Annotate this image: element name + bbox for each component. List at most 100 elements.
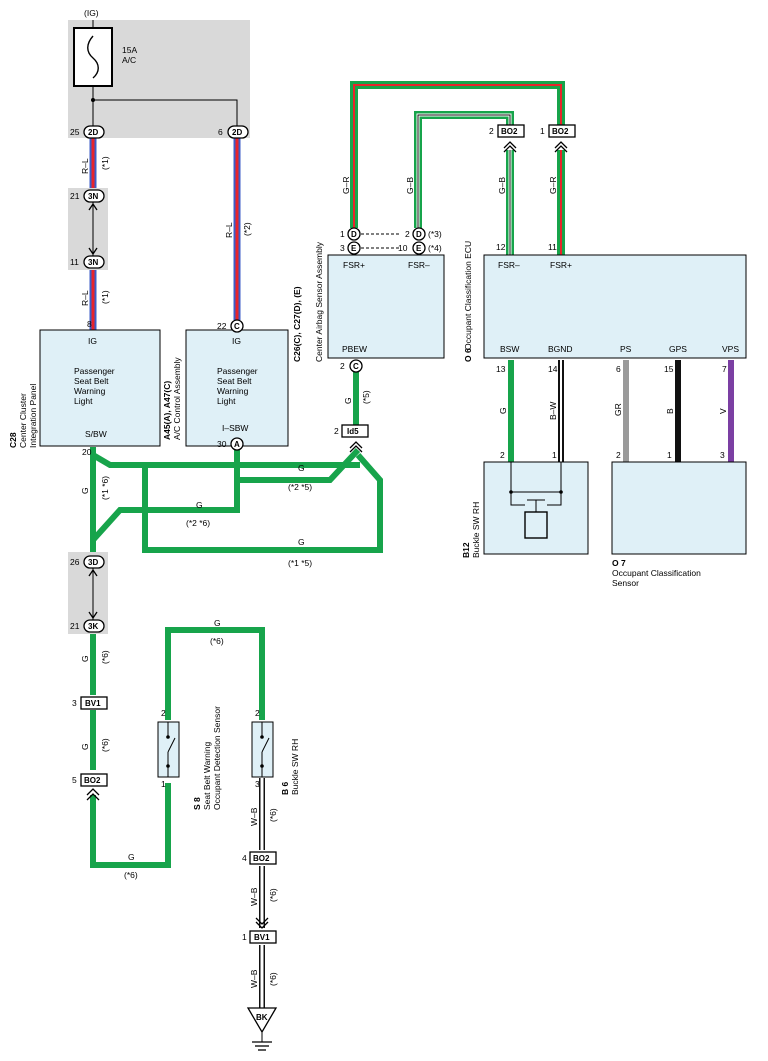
svg-text:IG: IG [232,336,241,346]
svg-text:G–B: G–B [405,177,415,194]
s8-name-line2: Occupant Detection Sensor [212,706,222,810]
svg-text:6: 6 [616,364,621,374]
svg-text:(*3): (*3) [428,229,442,239]
svg-text:21: 21 [70,191,80,201]
svg-text:C: C [234,322,240,331]
svg-text:1: 1 [340,229,345,239]
svg-text:BO2: BO2 [84,776,101,785]
svg-text:3N: 3N [88,258,98,267]
svg-text:G: G [80,487,90,494]
svg-text:A: A [234,440,240,449]
svg-text:11: 11 [70,257,79,267]
svg-text:G–R: G–R [548,177,558,194]
svg-text:3K: 3K [88,622,98,631]
svg-text:1: 1 [242,932,247,942]
svg-text:PS: PS [620,344,632,354]
svg-text:3N: 3N [88,192,98,201]
svg-text:1: 1 [552,450,557,460]
o7-name-line2: Sensor [612,578,639,588]
o7-code: O 7 [612,558,626,568]
s8-name-line1: Seat Belt Warning [202,742,212,810]
svg-text:3: 3 [720,450,725,460]
svg-text:(*1): (*1) [100,156,110,170]
svg-text:R–L: R–L [80,158,90,174]
svg-text:FSR–: FSR– [498,260,520,270]
svg-text:1: 1 [161,779,166,789]
svg-text:30: 30 [217,439,227,449]
svg-text:Seat Belt: Seat Belt [217,376,252,386]
svg-text:3D: 3D [88,558,98,567]
svg-text:GR: GR [613,403,623,416]
ground-bk: BK [246,1007,278,1051]
svg-text:G: G [214,618,221,628]
svg-text:(*6): (*6) [210,636,224,646]
svg-text:BV1: BV1 [254,933,270,942]
svg-text:FSR+: FSR+ [343,260,365,270]
svg-text:R–L: R–L [224,222,234,238]
svg-text:10: 10 [398,243,408,253]
svg-text:B: B [665,408,675,414]
connector-3n-11: 3N 11 [70,255,105,269]
svg-text:(*2 *5): (*2 *5) [288,482,312,492]
svg-text:3: 3 [340,243,345,253]
o6-name: Occupant Classification ECU [463,241,473,350]
component-c26: FSR+ FSR– PBEW D 1 E 3 D 2 (*3) E 10 (*4… [292,227,445,373]
svg-text:2: 2 [334,426,339,436]
svg-text:2: 2 [340,361,345,371]
a45-code: A45(A), A47(C) [162,381,172,440]
svg-text:W–B: W–B [249,887,259,906]
svg-text:W–B: W–B [249,969,259,988]
component-o7: 2 1 3 O 7 Occupant Classification Sensor [611,450,747,588]
svg-text:(*2): (*2) [242,222,252,236]
svg-text:6: 6 [218,127,223,137]
svg-text:2: 2 [255,708,260,718]
svg-text:7: 7 [722,364,727,374]
svg-text:4: 4 [242,853,247,863]
svg-text:2: 2 [489,126,494,136]
svg-text:15: 15 [664,364,674,374]
svg-text:BO2: BO2 [253,854,270,863]
svg-text:12: 12 [496,242,506,252]
svg-text:11: 11 [548,242,557,252]
svg-text:(*6): (*6) [268,888,278,902]
svg-text:G–R: G–R [341,177,351,194]
svg-text:(*1): (*1) [100,290,110,304]
fuse-name: A/C [122,55,136,65]
svg-text:Passenger: Passenger [74,366,115,376]
svg-text:(*2 *6): (*2 *6) [186,518,210,528]
wire-labels: R–L (*1) R–L (*1) R–L (*2) G–R G–B G–B G… [80,156,728,988]
fuse-supply-label: (IG) [84,8,99,18]
svg-text:22: 22 [217,321,227,331]
svg-text:13: 13 [496,364,506,374]
component-b6: 2 3 B 6 Buckle SW RH [251,708,300,796]
svg-text:(*1 *6): (*1 *6) [100,476,110,500]
svg-text:2: 2 [616,450,621,460]
svg-text:W–B: W–B [249,807,259,826]
component-s8: 2 1 S 8 Seat Belt Warning Occupant Detec… [157,706,222,810]
svg-text:G: G [298,463,305,473]
wire-labels-horizontal: G (*2 *5) G (*2 *6) G (*1 *5) G (*6) G (… [124,463,312,880]
svg-text:(*6): (*6) [268,972,278,986]
svg-text:BV1: BV1 [85,699,101,708]
svg-text:FSR+: FSR+ [550,260,572,270]
svg-text:25: 25 [70,127,80,137]
svg-text:G: G [80,743,90,750]
svg-text:E: E [416,244,422,253]
c28-code: C28 [8,432,18,448]
svg-text:BK: BK [256,1013,268,1022]
svg-text:(*6): (*6) [268,808,278,822]
o6-code: O 6 [463,348,473,362]
fuse-rating: 15A [122,45,137,55]
svg-text:(*4): (*4) [428,243,442,253]
connector-3n-21: 3N 21 [70,189,105,256]
o7-name-line1: Occupant Classification [612,568,701,578]
b6-code: B 6 [280,782,290,796]
connector-3d-26: 3D 26 [70,555,105,620]
wire-fuse-branch [93,99,238,138]
svg-text:3: 3 [255,779,260,789]
c28-name-line1: Center Cluster [18,393,28,448]
svg-text:VPS: VPS [722,344,739,354]
svg-text:5: 5 [72,775,77,785]
wire-gr-fsr-plus [350,81,565,255]
